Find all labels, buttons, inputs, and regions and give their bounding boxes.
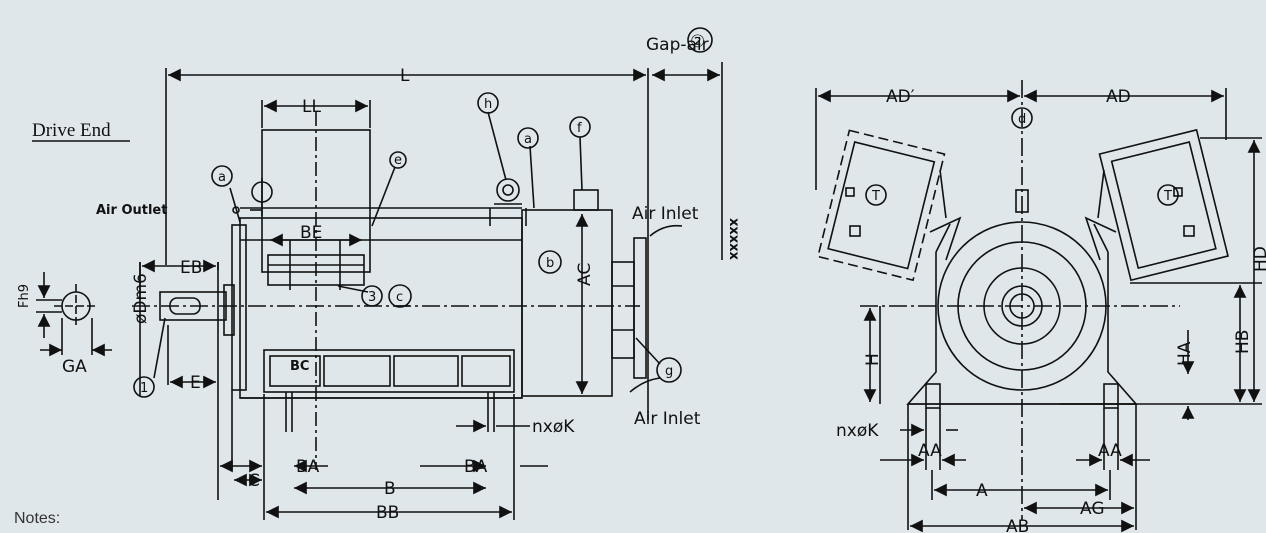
dim-L: L: [400, 66, 410, 86]
dim-BA-left: BA: [296, 457, 320, 477]
dim-AA-right: AA: [1098, 441, 1122, 461]
dim-E: E: [190, 373, 201, 393]
callout-3: 3: [368, 290, 376, 305]
dim-LL: LL: [302, 97, 321, 117]
air-inlet-top-label: Air Inlet: [632, 204, 699, 224]
callout-a2: a: [524, 132, 532, 147]
dim-AB: AB: [1006, 517, 1029, 533]
side-view: [36, 62, 723, 520]
dim-BC: BC: [290, 359, 309, 374]
dim-D: øDm6: [131, 273, 151, 324]
callout-d: d: [1018, 112, 1026, 127]
dim-BB: BB: [376, 503, 399, 523]
gap-air-number: ②: [690, 32, 705, 52]
callout-e: e: [394, 153, 402, 168]
callout-T-right: T: [1163, 189, 1172, 204]
dim-BE: BE: [300, 223, 322, 243]
dim-nxK-end: nxøK: [836, 421, 879, 441]
callout-c: c: [396, 290, 403, 305]
callout-g: g: [665, 364, 673, 379]
dim-Fh9: Fh9: [17, 284, 32, 308]
callout-1: 1: [140, 381, 148, 396]
air-inlet-bottom-label: Air Inlet: [634, 409, 701, 429]
dim-HD: HD: [1251, 246, 1266, 272]
dim-AD: AD: [1106, 87, 1131, 107]
air-outlet-label: Air Outlet: [96, 203, 167, 218]
xxxxx-label: xxxxx: [726, 218, 741, 261]
dim-AA-left: AA: [918, 441, 942, 461]
dim-HA: HA: [1175, 341, 1195, 366]
dim-AD-prime: AD′: [886, 87, 915, 107]
drawing-labels: Drive End Air Outlet Air Inlet Air Inlet…: [17, 32, 1266, 533]
notes-label: Notes:: [14, 510, 61, 527]
callout-T-left: T: [871, 189, 880, 204]
callout-b: b: [546, 256, 554, 271]
dim-C: C: [248, 471, 260, 491]
callout-h: h: [484, 97, 492, 112]
dim-GA: GA: [62, 357, 87, 377]
gap-air-label: Gap-air: [646, 35, 709, 55]
end-view: [815, 80, 1262, 533]
dim-nxK-side: nxøK: [532, 417, 575, 437]
callout-f: f: [577, 121, 582, 136]
callouts: [133, 27, 1179, 398]
dim-EB: EB: [180, 258, 202, 278]
dim-AG: AG: [1080, 499, 1105, 519]
dim-AC: AC: [575, 263, 595, 286]
dim-A: A: [976, 481, 988, 501]
dim-B: B: [384, 479, 396, 499]
drive-end-label: Drive End: [32, 120, 111, 141]
callout-a1: a: [218, 170, 226, 185]
dim-H: H: [863, 353, 883, 366]
dim-HB: HB: [1233, 330, 1253, 354]
dim-BA-right: BA: [464, 457, 488, 477]
